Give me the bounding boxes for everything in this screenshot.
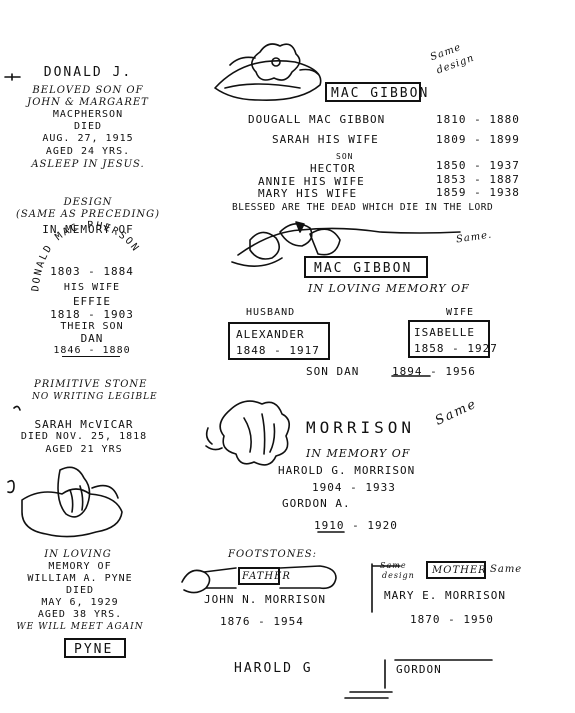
father-scroll xyxy=(181,565,337,594)
husband-box: ALEXANDER 1848 - 1917 xyxy=(228,322,330,360)
same-design-note: design xyxy=(382,571,415,580)
margin-mark xyxy=(4,73,21,81)
son-dates: 1894 - 1956 xyxy=(392,365,476,378)
sarah-line: AGED 21 YRS xyxy=(45,444,123,455)
donald-name: DONALD J. xyxy=(43,65,133,80)
morrison-line: IN MEMORY OF xyxy=(306,447,411,460)
family-line: EFFIE xyxy=(72,295,112,308)
wife-dates: 1858 - 1927 xyxy=(414,342,498,355)
macgibbon-title: MAC GIBBON xyxy=(331,86,430,101)
verse-line: BLESSED ARE THE DEAD WHICH DIE IN THE LO… xyxy=(232,202,494,213)
note-line: (SAME AS PRECEDING) xyxy=(15,209,161,220)
john-dates: 1876 - 1954 xyxy=(220,615,304,628)
pyne-line: MAY 6, 1929 xyxy=(41,597,119,608)
pyne-line: WILLIAM A. PYNE xyxy=(27,573,133,584)
family-underline xyxy=(62,356,120,357)
morrison-line: HAROLD G. MORRISON xyxy=(278,464,416,477)
pyne-name-box: PYNE xyxy=(64,638,126,658)
pyne-line: IN LOVING xyxy=(44,549,112,560)
john-name: JOHN N. MORRISON xyxy=(204,593,326,606)
husband-name: ALEXANDER xyxy=(236,328,305,341)
wife-box: ISABELLE 1858 - 1927 xyxy=(408,320,497,358)
mary-name: MARY E. MORRISON xyxy=(384,589,506,602)
primitive-line: NO WRITING LEGIBLE xyxy=(32,392,158,402)
pyne-box-text: PYNE xyxy=(74,642,114,657)
pyne-line: MEMORY OF xyxy=(48,561,112,572)
husband-dates: 1848 - 1917 xyxy=(236,344,320,357)
pyne-line: WE WILL MEET AGAIN xyxy=(16,622,144,632)
son-name: SON DAN xyxy=(306,365,360,378)
person-dates: 1859 - 1938 xyxy=(436,186,520,199)
person-name: HECTOR xyxy=(310,162,356,175)
macgibbon-title-2: MAC GIBBON xyxy=(314,261,413,276)
flower-leaf-carving-1 xyxy=(214,43,322,102)
morrison-line: 1904 - 1933 xyxy=(312,481,396,494)
person-dates: 1809 - 1899 xyxy=(436,133,520,146)
person-dates: 1810 - 1880 xyxy=(436,113,520,126)
family-line: HIS WIFE xyxy=(63,282,121,293)
pyne-line: DIED xyxy=(65,585,95,596)
father-label: FATHER xyxy=(242,571,291,582)
donald-line: BELOVED SON OF xyxy=(32,85,144,96)
same-design-note: Same xyxy=(380,561,407,570)
primitive-line: PRIMITIVE STONE xyxy=(34,379,148,390)
family-line: THEIR SON xyxy=(60,321,124,332)
son-label: SON xyxy=(336,152,354,161)
person-name: ANNIE HIS WIFE xyxy=(258,175,365,188)
person-name: SARAH HIS WIFE xyxy=(272,133,379,146)
donald-line: AGED 24 YRS. xyxy=(45,146,131,157)
wife-name: ISABELLE xyxy=(414,326,475,339)
donald-line: JOHN & MARGARET xyxy=(27,97,149,108)
person-dates: 1850 - 1937 xyxy=(436,159,520,172)
mother-box: MOTHER xyxy=(426,561,486,579)
morrison-line: 1910 - 1920 xyxy=(314,519,398,532)
husband-label: HUSBAND xyxy=(246,307,296,318)
pyne-leaf-carving xyxy=(21,466,123,538)
memory-line: IN LOVING MEMORY OF xyxy=(308,282,470,295)
sarah-line: DIED NOV. 25, 1818 xyxy=(20,431,148,442)
note-line: IN MEMORY OF xyxy=(42,223,134,236)
margin-mark-3 xyxy=(13,405,21,411)
sarah-line: SARAH McVICAR xyxy=(34,418,134,431)
harold-footstone: HAROLD G xyxy=(234,661,313,676)
mother-label: MOTHER xyxy=(432,565,487,576)
gordon-footstone: GORDON xyxy=(396,663,442,676)
note-line: DESIGN xyxy=(63,197,113,208)
family-line: 1818 - 1903 xyxy=(50,308,134,321)
mary-dates: 1870 - 1950 xyxy=(410,613,494,626)
morrison-line: GORDON A. xyxy=(282,497,351,510)
person-name: DOUGALL MAC GIBBON xyxy=(248,113,386,126)
morrison-title: MORRISON xyxy=(306,418,416,437)
family-line: DAN xyxy=(80,332,104,345)
macgibbon-title-box: MAC GIBBON xyxy=(325,82,427,102)
pyne-line: AGED 38 YRS. xyxy=(37,609,123,620)
footstones-label: FOOTSTONES: xyxy=(228,549,317,560)
person-dates: 1853 - 1887 xyxy=(436,173,520,186)
donald-line: DIED xyxy=(73,121,103,132)
wife-label: WIFE xyxy=(446,307,475,318)
same-note: Same xyxy=(490,564,523,575)
father-box: FATHER xyxy=(238,567,290,585)
family-line: 1803 - 1884 xyxy=(50,265,134,278)
macgibbon-title-box-2: MAC GIBBON xyxy=(304,256,428,278)
acanthus-leaf-carving xyxy=(205,400,290,466)
flower-carving-2 xyxy=(231,221,461,267)
donald-line: MACPHERSON xyxy=(52,109,124,120)
donald-line: AUG. 27, 1915 xyxy=(42,133,134,144)
family-line: 1846 - 1880 xyxy=(53,345,131,356)
donald-line: ASLEEP IN JESUS. xyxy=(31,159,145,170)
margin-mark-2 xyxy=(7,479,15,494)
person-name: MARY HIS WIFE xyxy=(258,187,358,200)
